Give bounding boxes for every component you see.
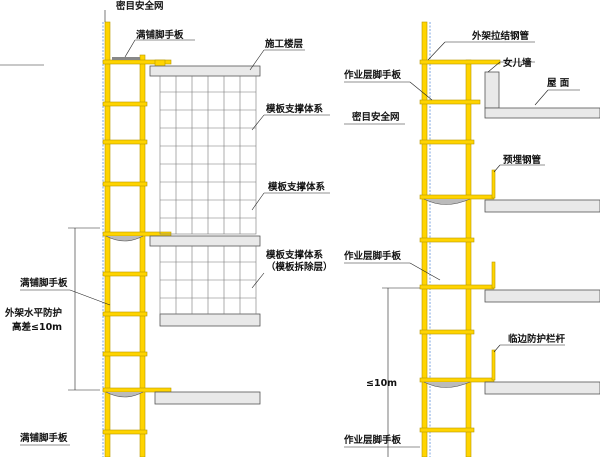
label-parapet: 女儿墙 <box>503 57 532 69</box>
label-full-board-top: 满铺脚手板 <box>136 29 184 41</box>
left-top-board <box>112 57 140 60</box>
edge-railing-post <box>491 349 496 381</box>
label-horizontal-protection-a: 外架水平防护 <box>4 307 62 319</box>
formwork-grid-lower <box>159 245 257 315</box>
right-catch-net-2 <box>423 381 471 388</box>
formwork-grid-upper <box>159 75 257 235</box>
left-outer-pole <box>104 21 111 457</box>
label-horizontal-protection-b: 高差≤10m <box>12 321 62 333</box>
label-height-10m: ≤10m <box>366 378 397 389</box>
left-inner-pole <box>139 54 146 457</box>
embedded-pipe <box>491 169 496 199</box>
label-tie-steel-pipe: 外架拉结钢管 <box>471 30 530 42</box>
label-full-board-bottom: 满铺脚手板 <box>20 432 68 444</box>
label-roof: 屋 面 <box>547 78 570 89</box>
label-work-board-3: 作业层脚手板 <box>344 434 402 446</box>
right-slab-3 <box>484 289 600 303</box>
labels: 密目安全网 满铺脚手板 施工楼层 模板支撑体系 模板支撑体系 模板支撑体系 （模… <box>4 0 570 446</box>
right-slab-4 <box>484 381 600 395</box>
right-slab-2 <box>484 199 600 213</box>
label-formwork-support-1: 模板支撑体系 <box>266 103 324 115</box>
roof-slab <box>484 107 600 119</box>
left-ledgers <box>102 59 172 435</box>
embedded-pipe-2 <box>491 261 496 289</box>
label-full-board-mid: 满铺脚手板 <box>20 277 68 289</box>
left-catch-net-2 <box>105 391 144 398</box>
left-leaders <box>20 10 330 446</box>
parapet-wall <box>484 71 500 109</box>
label-formwork-support-3b: （模板拆除层） <box>266 261 333 273</box>
label-embedded-pipe: 预埋钢管 <box>503 154 542 166</box>
label-work-board-2: 作业层脚手板 <box>344 250 402 262</box>
label-edge-railing: 临边防护栏杆 <box>508 333 566 345</box>
left-catch-net-1 <box>105 235 144 242</box>
label-formwork-support-3a: 模板支撑体系 <box>266 249 324 261</box>
right-inner-pole <box>465 59 472 457</box>
label-construction-floor: 施工楼层 <box>265 38 304 50</box>
label-work-board-1: 作业层脚手板 <box>344 69 402 81</box>
label-dense-net-top: 密目安全网 <box>115 0 164 12</box>
right-catch-net-1 <box>423 198 471 205</box>
right-leaders <box>344 41 580 448</box>
label-formwork-support-2: 模板支撑体系 <box>268 181 326 193</box>
label-dense-net-right: 密目安全网 <box>351 111 400 123</box>
